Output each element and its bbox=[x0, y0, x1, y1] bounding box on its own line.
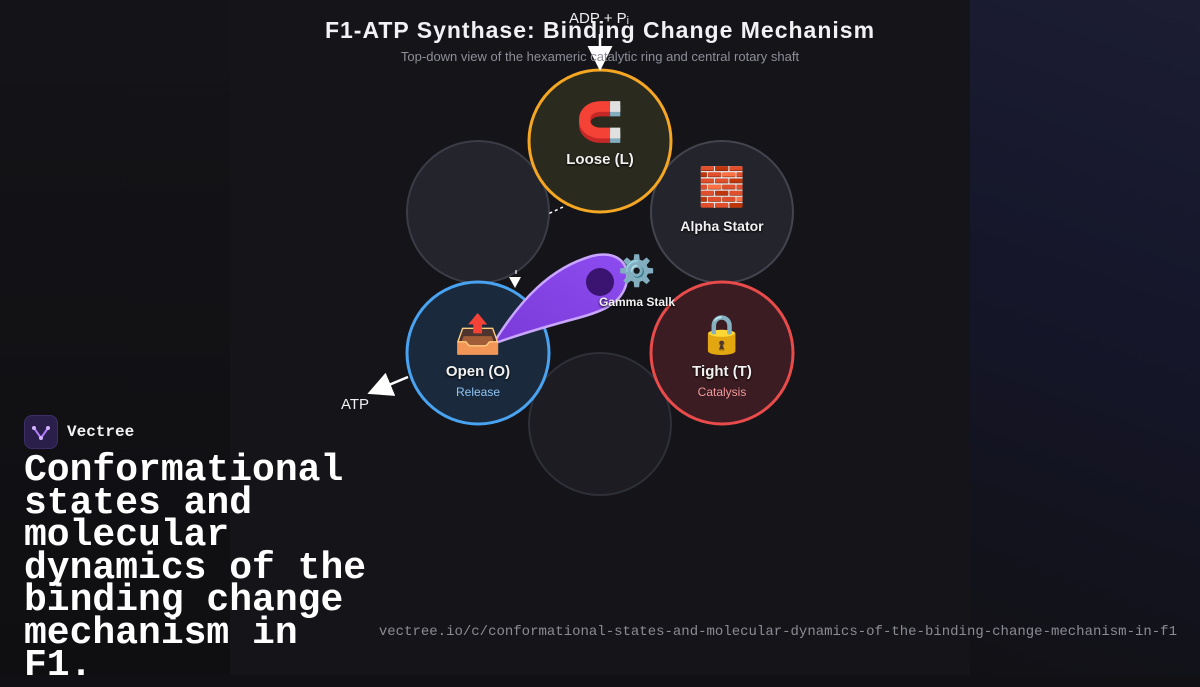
vectree-logo-icon bbox=[24, 415, 58, 449]
background-left-panel bbox=[0, 0, 230, 675]
tight-subunit bbox=[649, 280, 795, 426]
magnet-icon: 🧲 bbox=[576, 102, 624, 144]
brick-icon: 🧱 bbox=[698, 167, 746, 209]
gear-icon: ⚙️ bbox=[618, 255, 656, 288]
empty-subunit-bottom bbox=[528, 352, 672, 496]
brand-block: Vectree bbox=[24, 415, 134, 449]
empty-subunit-left bbox=[406, 140, 550, 284]
rotation-dashed-arc bbox=[547, 206, 564, 215]
tight-label: Tight (T) bbox=[692, 363, 752, 380]
rotation-arrow-head bbox=[509, 277, 521, 288]
open-label: Open (O) bbox=[445, 363, 511, 380]
lock-icon: 🔒 bbox=[698, 314, 746, 356]
tight-sublabel: Catalysis bbox=[697, 385, 747, 399]
gamma-stalk-axis bbox=[586, 268, 614, 296]
product-arrow bbox=[367, 372, 409, 396]
diagram-title: F1-ATP Synthase: Binding Change Mechanis… bbox=[324, 17, 876, 43]
brand-name: Vectree bbox=[67, 423, 135, 441]
substrate-label: ADP + Pᵢ bbox=[569, 10, 630, 27]
open-sublabel: Release bbox=[455, 385, 501, 399]
alpha-stator-label: Alpha Stator bbox=[680, 218, 764, 234]
diagram-subtitle: Top-down view of the hexameric catalytic… bbox=[400, 49, 800, 64]
headline: Conformational states and molecular dyna… bbox=[24, 449, 367, 687]
product-label: ATP bbox=[341, 396, 370, 413]
gamma-stalk-label: Gamma Stalk bbox=[598, 295, 676, 309]
loose-label: Loose (L) bbox=[566, 151, 634, 168]
background-right-panel bbox=[970, 0, 1200, 675]
outbox-tray-icon: 📤 bbox=[454, 314, 502, 356]
page-url[interactable]: vectree.io/c/conformational-states-and-m… bbox=[378, 624, 1177, 640]
